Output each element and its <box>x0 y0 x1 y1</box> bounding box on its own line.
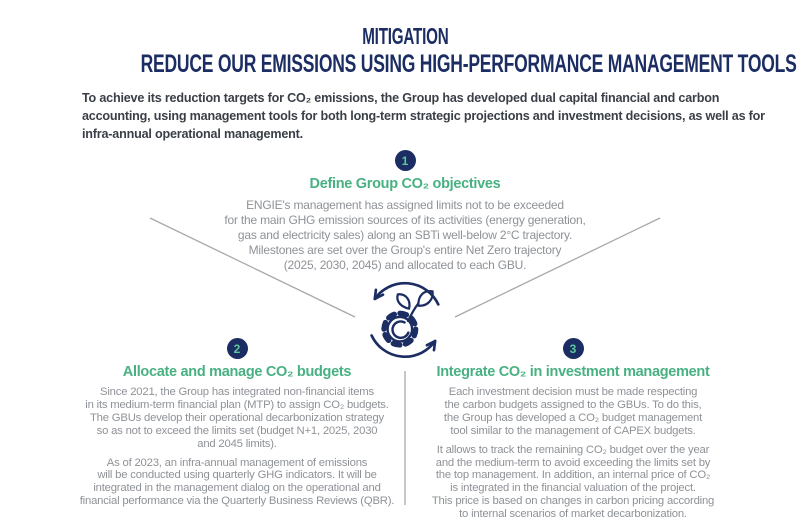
cycle-arrow-bottom-head <box>425 339 437 352</box>
small-leaf <box>396 293 411 310</box>
page-subtitle: REDUCE OUR EMISSIONS USING HIGH-PERFORMA… <box>140 50 797 78</box>
step-3-paragraph-1: Each investment decision must be made re… <box>443 386 703 437</box>
step-3-number-badge: 3 <box>562 338 584 359</box>
step-1-section: 1 Define Group CO₂ objectives ENGIE's ma… <box>145 150 665 273</box>
step-2-number-badge: 2 <box>226 338 248 359</box>
step-2-paragraph-1: Since 2021, the Group has integrated non… <box>85 386 389 450</box>
gear-crescent <box>391 320 410 340</box>
gear-body <box>386 315 414 343</box>
page-header: MITIGATION REDUCE OUR EMISSIONS USING HI… <box>0 0 810 78</box>
step-3-section: 3 Integrate CO₂ in investment management… <box>393 338 753 521</box>
step-3-number: 3 <box>569 341 577 356</box>
cycle-arrow-bottom-arc <box>370 334 437 359</box>
step-1-paragraph: ENGIE's management has assigned limits n… <box>224 198 586 272</box>
cycle-arrow-top-head <box>373 288 385 301</box>
gear-leaf-recycle-icon <box>364 277 450 367</box>
subtitle-row: REDUCE OUR EMISSIONS USING HIGH-PERFORMA… <box>0 50 810 78</box>
step-2-section: 2 Allocate and manage CO₂ budgets Since … <box>57 338 417 508</box>
step-2-number: 2 <box>233 341 241 356</box>
step-1-heading: Define Group CO₂ objectives <box>309 176 501 192</box>
step-1-number-badge: 1 <box>394 150 416 171</box>
step-2-heading: Allocate and manage CO₂ budgets <box>122 364 352 380</box>
gear-teeth <box>381 310 419 348</box>
step-3-heading: Integrate CO₂ in investment management <box>436 364 710 380</box>
page-title: MITIGATION <box>361 23 449 49</box>
big-leaf <box>417 290 434 307</box>
step-3-paragraph-2: It allows to track the remaining CO₂ bud… <box>431 443 715 521</box>
intro-paragraph: To achieve its reduction targets for CO₂… <box>82 91 765 141</box>
title-row: MITIGATION <box>0 23 810 49</box>
step-2-paragraph-2: As of 2023, an infra-annual management o… <box>79 456 395 508</box>
step-1-number: 1 <box>401 153 409 168</box>
